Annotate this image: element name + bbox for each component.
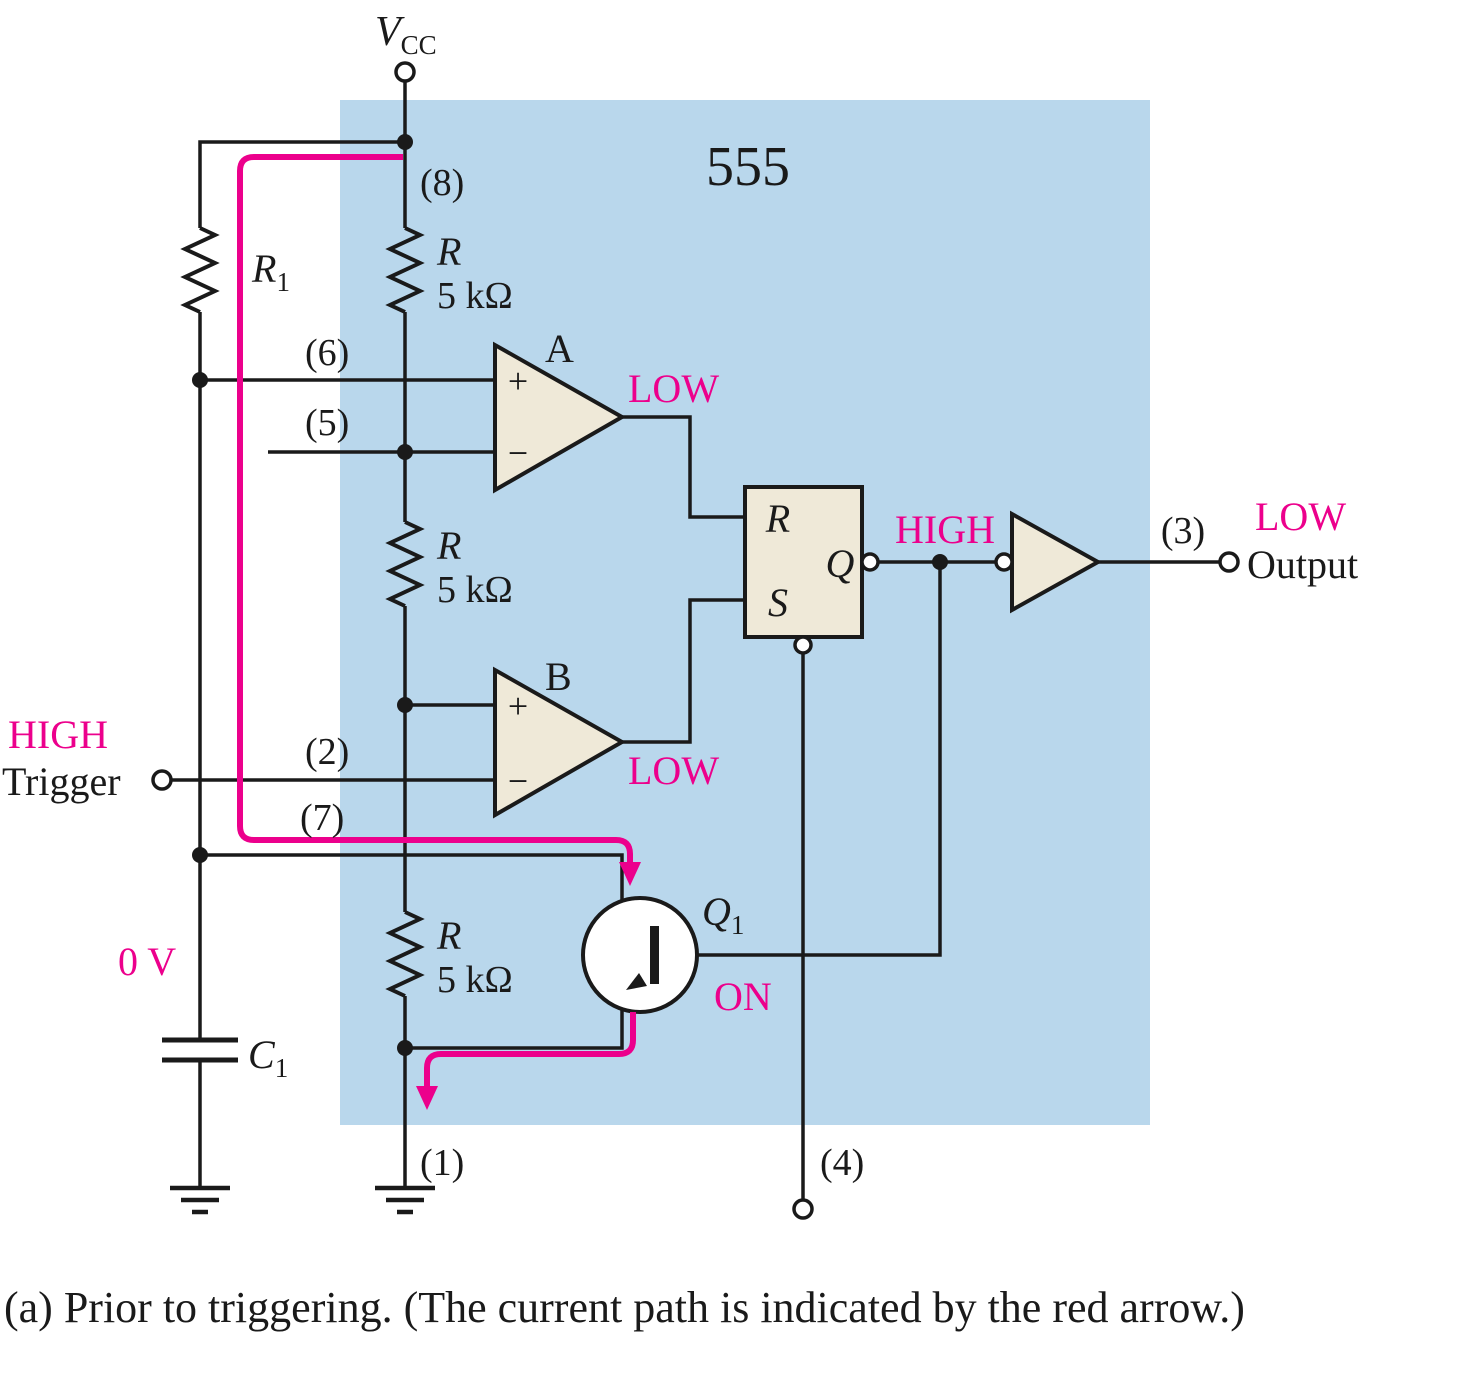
transistor-q1 xyxy=(581,896,699,1014)
vcc-terminal xyxy=(394,61,416,83)
wire-compA-to-R xyxy=(622,415,745,519)
resistors xyxy=(180,226,425,998)
label-pin-5: (5) xyxy=(305,402,349,444)
resistor-internal-top xyxy=(385,226,425,314)
transistor-state-label: ON xyxy=(714,974,772,1019)
output-terminal xyxy=(1218,551,1240,573)
comparator-a-label: A xyxy=(545,326,574,371)
terminals xyxy=(151,61,1240,1220)
figure-caption: (a) Prior to triggering. (The current pa… xyxy=(4,1283,1245,1332)
junction-dots xyxy=(192,134,948,1056)
wires xyxy=(171,81,1220,1200)
ground-right xyxy=(375,1185,435,1215)
comparator-a-output-state: LOW xyxy=(628,366,719,411)
latch-reset-bubble xyxy=(793,635,813,655)
resistor-internal-bottom xyxy=(385,910,425,998)
current-path xyxy=(237,154,641,1110)
latch-r-label: R xyxy=(765,496,790,541)
capacitor-c1-label: C1 xyxy=(248,1032,288,1083)
latch-output-bubble xyxy=(860,552,880,572)
current-path-upper xyxy=(237,154,633,864)
junction-discharge xyxy=(192,847,208,863)
transistor-q1-label: Q1 xyxy=(702,889,744,940)
junction-threshold xyxy=(192,372,208,388)
comparator-a-minus: − xyxy=(508,433,528,473)
trigger-terminal xyxy=(151,769,173,791)
label-pin-3: (3) xyxy=(1161,510,1205,552)
comparator-b-label: B xyxy=(545,654,572,699)
label-pin-7: (7) xyxy=(300,797,344,839)
resistor-mid-value: 5 kΩ xyxy=(437,569,513,611)
label-pin-4: (4) xyxy=(820,1142,864,1184)
output-label: Output xyxy=(1247,542,1358,587)
latch-output-state: HIGH xyxy=(895,507,995,552)
junction-emitter-return xyxy=(397,1040,413,1056)
pin4-terminal xyxy=(792,1198,814,1220)
comparator-b xyxy=(493,666,627,819)
current-path-lower xyxy=(424,1012,636,1088)
trigger-state-label: HIGH xyxy=(8,712,108,757)
comparator-a xyxy=(493,341,627,494)
latch-q-label: Q xyxy=(826,541,855,586)
resistor-top-name: R xyxy=(436,229,461,274)
resistor-r1-label: R1 xyxy=(251,246,290,297)
current-arrow-upper-icon xyxy=(619,862,641,886)
wire-q-to-base xyxy=(659,562,942,957)
resistor-mid-name: R xyxy=(436,523,461,568)
resistor-bottom-name: R xyxy=(436,913,461,958)
resistor-bottom-value: 5 kΩ xyxy=(437,959,513,1001)
junction-q-output xyxy=(932,554,948,570)
latch-box xyxy=(743,485,864,639)
comparator-b-plus: + xyxy=(508,686,528,726)
buffer-input-bubble xyxy=(994,552,1014,572)
label-pin-1: (1) xyxy=(420,1142,464,1184)
trigger-label: Trigger xyxy=(2,759,121,804)
label-pin-2: (2) xyxy=(305,731,349,773)
transistor-base-bar xyxy=(650,926,659,984)
junction-divider-b xyxy=(397,697,413,713)
resistor-internal-mid xyxy=(385,520,425,608)
junction-vcc xyxy=(397,134,413,150)
latch-s-label: S xyxy=(768,580,788,625)
output-state-label: LOW xyxy=(1255,494,1346,539)
transistor-body xyxy=(581,896,699,1014)
capacitor-c1 xyxy=(162,1037,238,1063)
comparator-b-minus: − xyxy=(508,761,528,801)
ic-555-label: 555 xyxy=(706,136,790,198)
current-arrow-lower-icon xyxy=(416,1086,438,1110)
label-pin-6: (6) xyxy=(305,332,349,374)
junction-control xyxy=(397,444,413,460)
transistor-emitter-arrow-icon xyxy=(626,973,647,990)
capacitor-voltage-label: 0 V xyxy=(118,939,176,984)
vcc-label: VCC xyxy=(375,9,437,60)
resistor-top-value: 5 kΩ xyxy=(437,275,513,317)
wire-top-link-left-rail xyxy=(198,140,405,228)
ground-left xyxy=(170,1185,230,1215)
comparator-b-output-state: LOW xyxy=(628,748,719,793)
comparator-a-plus: + xyxy=(508,361,528,401)
label-pin-8: (8) xyxy=(420,162,464,204)
wire-compB-to-S xyxy=(622,598,745,744)
resistor-r1 xyxy=(180,226,220,314)
